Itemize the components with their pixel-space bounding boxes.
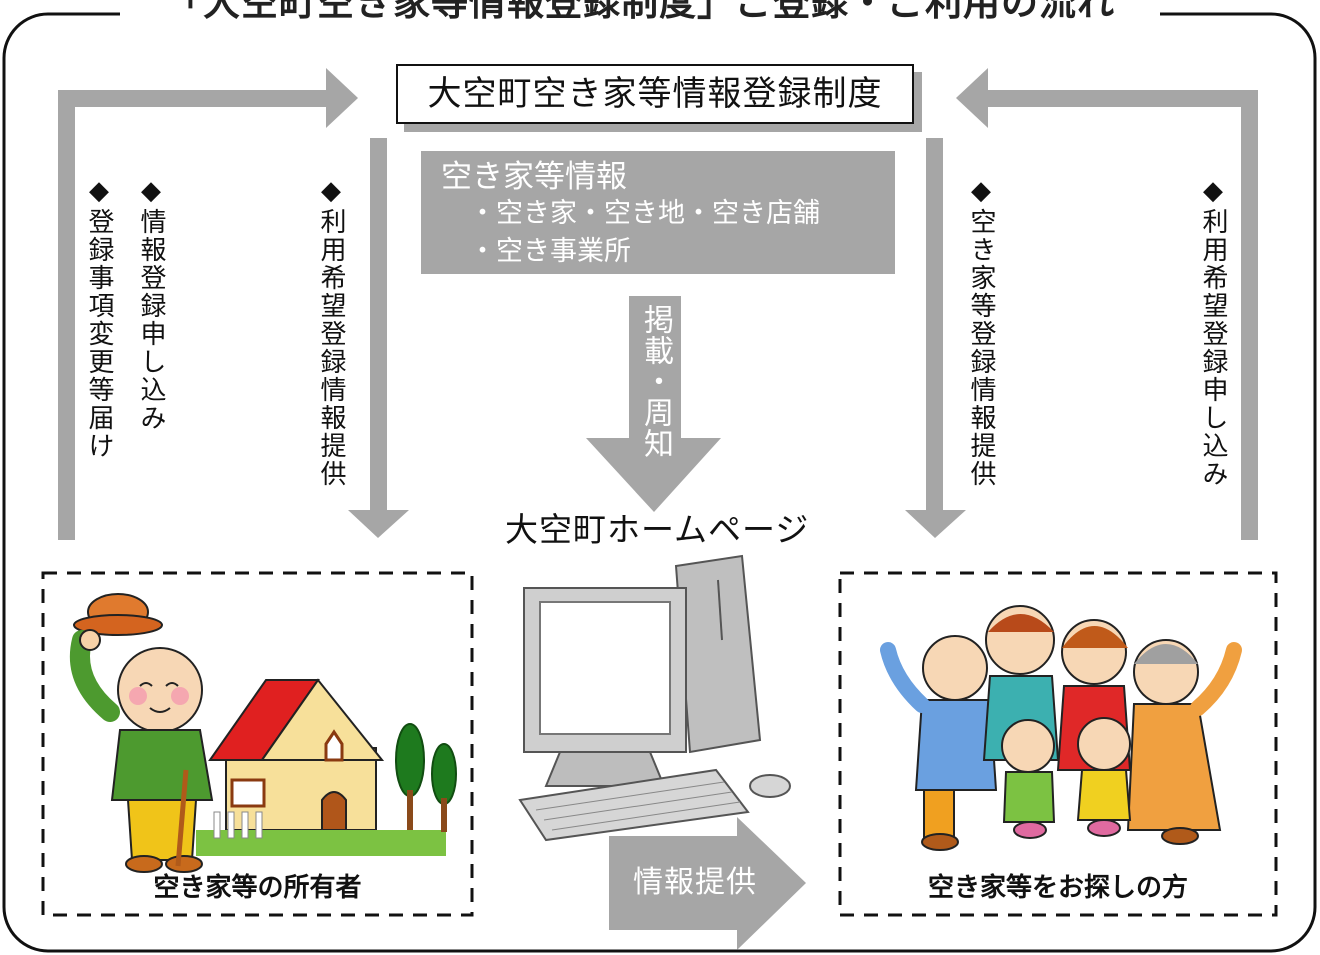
- seeker-box: [838, 571, 1278, 917]
- computer-illustration: [518, 554, 791, 842]
- owner-label: 空き家等の所有者: [153, 873, 362, 903]
- info-box-heading: 空き家等情報: [441, 159, 627, 195]
- left-outer-arrow: [58, 68, 358, 540]
- family-illustration: [880, 605, 1242, 851]
- info-box: 空き家等情報 ・空き家・空き地・空き店舗 ・空き事業所: [421, 151, 895, 274]
- right-inner-arrow: [905, 138, 966, 538]
- left-outer-label-1: ◆情報登録申し込み: [136, 176, 166, 432]
- left-inner-label: ◆利用希望登録情報提供: [316, 176, 346, 488]
- house-illustration: [196, 678, 457, 856]
- homepage-label: 大空町ホームページ: [505, 510, 810, 549]
- owner-box: [41, 571, 474, 917]
- left-inner-arrow: [348, 138, 409, 538]
- right-inner-label: ◆空き家等登録情報提供: [966, 176, 996, 488]
- right-outer-arrow: [956, 68, 1258, 540]
- page-title: 「大空町空き家等情報登録制度」ご登録・ご利用の流れ: [120, 0, 1160, 34]
- info-provision-arrow: [609, 817, 806, 950]
- owner-illustration: [69, 593, 214, 873]
- system-name-box: 大空町空き家等情報登録制度: [396, 64, 914, 124]
- info-box-line2: ・空き事業所: [469, 236, 631, 267]
- publish-label: 掲載・周知: [638, 304, 673, 459]
- info-provision-label: 情報提供: [633, 865, 757, 900]
- left-outer-label-2: ◆登録事項変更等届け: [84, 176, 114, 460]
- right-outer-label: ◆利用希望登録申し込み: [1198, 176, 1228, 488]
- seeker-label: 空き家等をお探しの方: [927, 873, 1188, 903]
- info-box-line1: ・空き家・空き地・空き店舗: [469, 198, 820, 229]
- publish-arrow: [586, 296, 721, 512]
